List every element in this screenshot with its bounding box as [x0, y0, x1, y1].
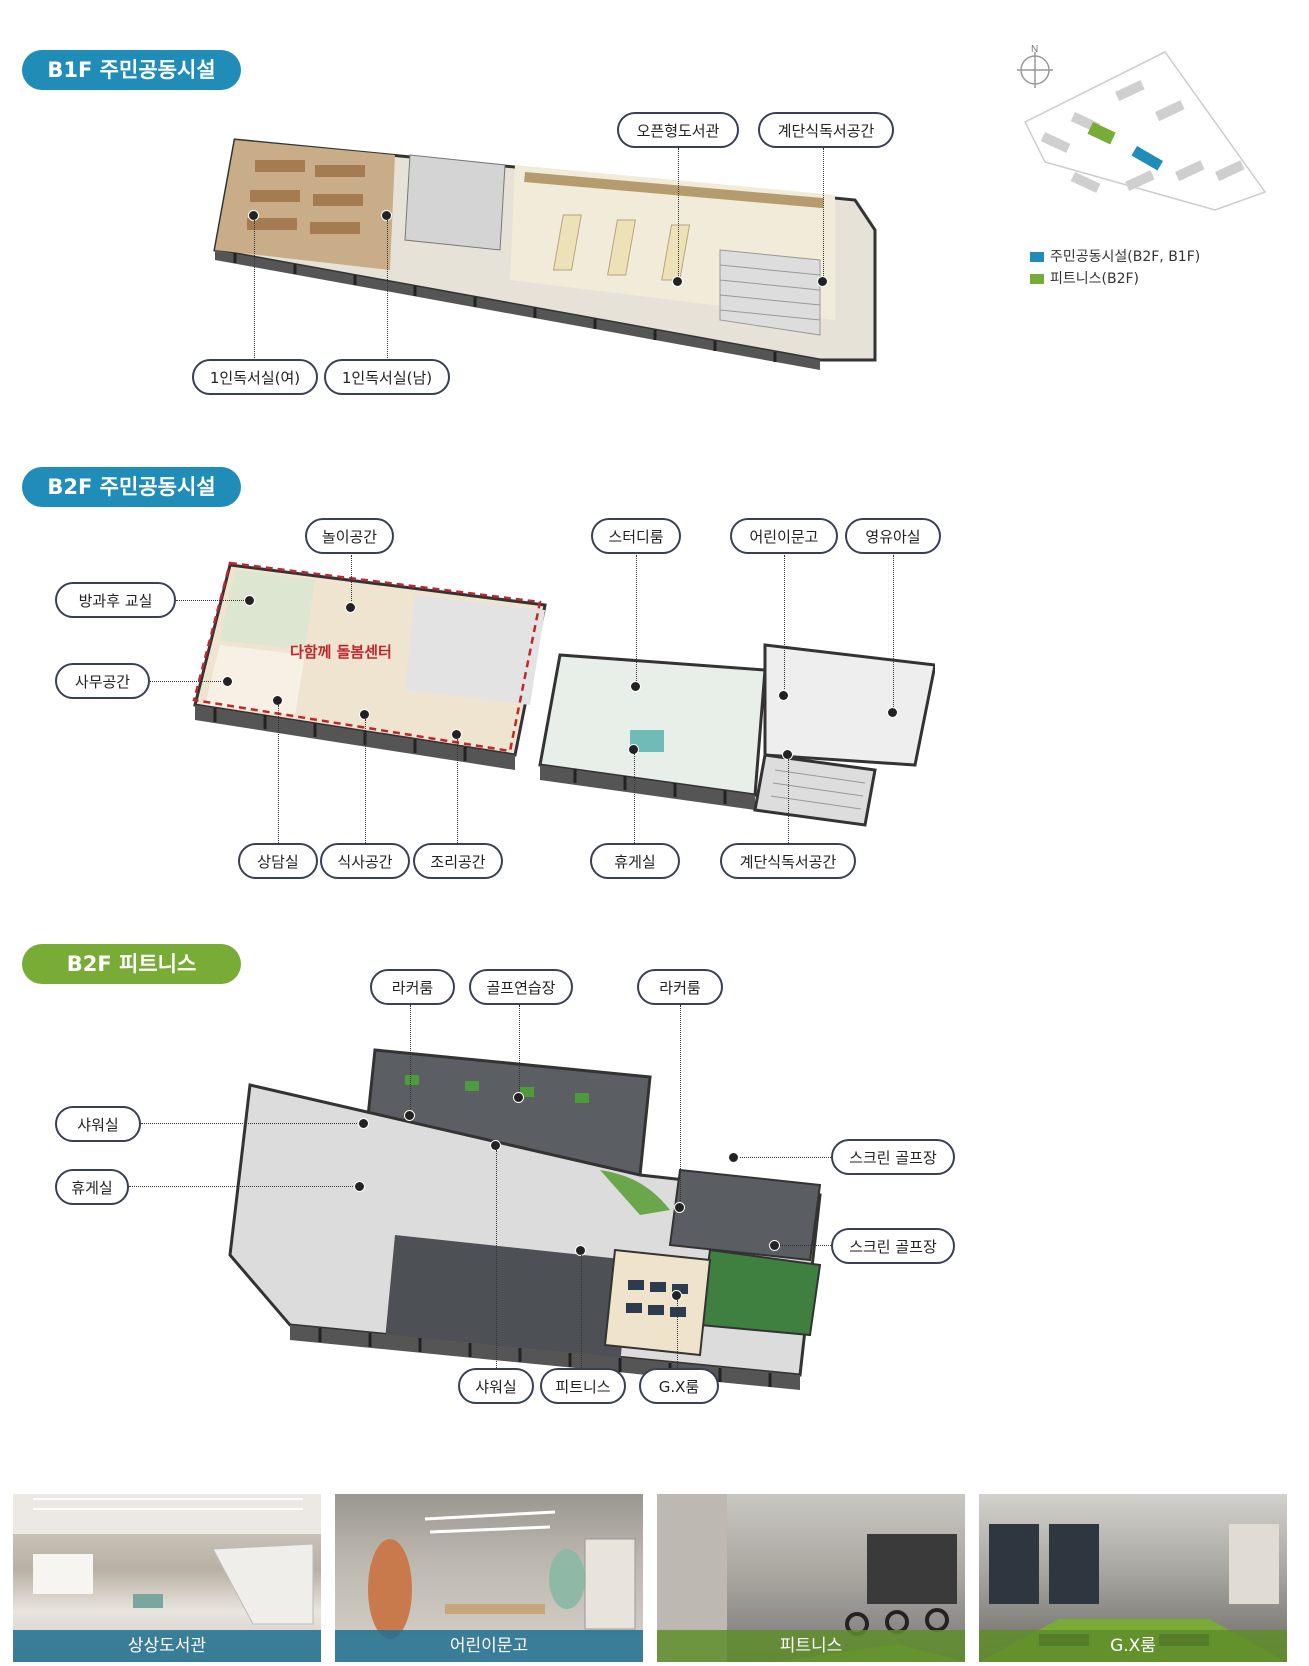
b1f-section-title: B1F 주민공동시설	[22, 50, 241, 90]
photo-gx-room: G.X룸	[979, 1494, 1287, 1662]
shower-left-marker	[358, 1118, 369, 1129]
b1f-floor-plan	[213, 138, 877, 370]
photo-fitness-caption: 피트니스	[657, 1630, 965, 1662]
golf-practice-label: 골프연습장	[469, 969, 573, 1005]
legend-community-swatch	[1030, 252, 1044, 262]
photo-kids-library-caption: 어린이문고	[335, 1630, 643, 1662]
screen-golf1-label: 스크린 골프장	[831, 1139, 955, 1175]
b1f-open-library-label: 오픈형도서관	[617, 112, 739, 148]
legend-fitness-swatch	[1030, 274, 1044, 284]
b1f-open-library-marker	[672, 276, 683, 287]
care-center-name: 다함께 돌봄센터	[290, 643, 392, 661]
fitness-lounge-label: 휴게실	[55, 1169, 129, 1205]
screen-golf2-marker	[769, 1240, 780, 1251]
nursery-marker	[887, 707, 898, 718]
photo-library-caption: 상상도서관	[13, 1630, 321, 1662]
lounge-label: 휴게실	[590, 843, 680, 879]
screen-golf1-marker	[728, 1152, 739, 1163]
b2f-fitness-section-title: B2F 피트니스	[22, 944, 241, 984]
care-center-outline	[192, 561, 542, 753]
office-marker	[222, 676, 233, 687]
lounge-marker	[628, 744, 639, 755]
after-school-marker	[244, 595, 255, 606]
dining-marker	[359, 709, 370, 720]
after-school-label: 방과후 교실	[55, 582, 176, 618]
screen-golf2-label: 스크린 골프장	[831, 1228, 955, 1264]
b1f-single-female-label: 1인독서실(여)	[192, 359, 318, 395]
study-room-label: 스터디룸	[591, 518, 681, 554]
gx-label: G.X룸	[639, 1368, 719, 1404]
kids-library-label: 어린이문고	[730, 518, 838, 554]
locker2-label: 라커룸	[637, 969, 723, 1005]
b2f-stair-reading-label: 계단식독서공간	[720, 843, 856, 879]
counseling-label: 상담실	[238, 843, 318, 879]
dining-label: 식사공간	[320, 843, 410, 879]
study-room-marker	[630, 681, 641, 692]
b2f-community-section-title: B2F 주민공동시설	[22, 467, 241, 507]
photo-gx-room-caption: G.X룸	[979, 1630, 1287, 1662]
shower-left-label: 샤워실	[55, 1106, 141, 1142]
cooking-marker	[451, 729, 462, 740]
photo-kids-library: 어린이문고	[335, 1494, 643, 1662]
kids-library-marker	[778, 690, 789, 701]
b2f-fitness-floor-plan	[228, 1048, 822, 1390]
b2f-community-floor-plan	[193, 563, 935, 827]
legend-fitness: 피트니스(B2F)	[1030, 268, 1139, 288]
b1f-stair-reading-label: 계단식독서공간	[758, 112, 894, 148]
photo-library-illustration	[13, 1494, 321, 1625]
photo-kids-library-illustration	[368, 1510, 636, 1639]
shower-bottom-marker	[490, 1140, 501, 1151]
cooking-label: 조리공간	[413, 843, 503, 879]
fitness-marker	[575, 1245, 586, 1256]
office-label: 사무공간	[55, 663, 150, 699]
locker2-marker	[674, 1202, 685, 1213]
legend-community: 주민공동시설(B2F, B1F)	[1030, 246, 1200, 266]
b1f-single-female-marker	[248, 210, 259, 221]
fitness-lounge-marker	[354, 1181, 365, 1192]
gx-marker	[671, 1290, 682, 1301]
locker1-label: 라커룸	[370, 969, 455, 1005]
photo-fitness: 피트니스	[657, 1494, 965, 1662]
fitness-label: 피트니스	[540, 1368, 626, 1404]
golf-practice-marker	[513, 1092, 524, 1103]
shower-bottom-label: 샤워실	[458, 1368, 534, 1404]
counseling-marker	[272, 695, 283, 706]
photo-library: 상상도서관	[13, 1494, 321, 1662]
north-indicator: N	[1031, 44, 1038, 55]
nursery-label: 영유아실	[845, 518, 941, 554]
play-space-marker	[345, 602, 356, 613]
b1f-single-male-label: 1인독서실(남)	[324, 359, 450, 395]
b1f-single-male-marker	[381, 210, 392, 221]
b2f-stair-reading-marker	[782, 749, 793, 760]
b1f-stair-reading-marker	[817, 276, 828, 287]
play-space-label: 놀이공간	[305, 518, 394, 554]
locker1-marker	[404, 1110, 415, 1121]
site-key-map: N	[1017, 44, 1267, 211]
